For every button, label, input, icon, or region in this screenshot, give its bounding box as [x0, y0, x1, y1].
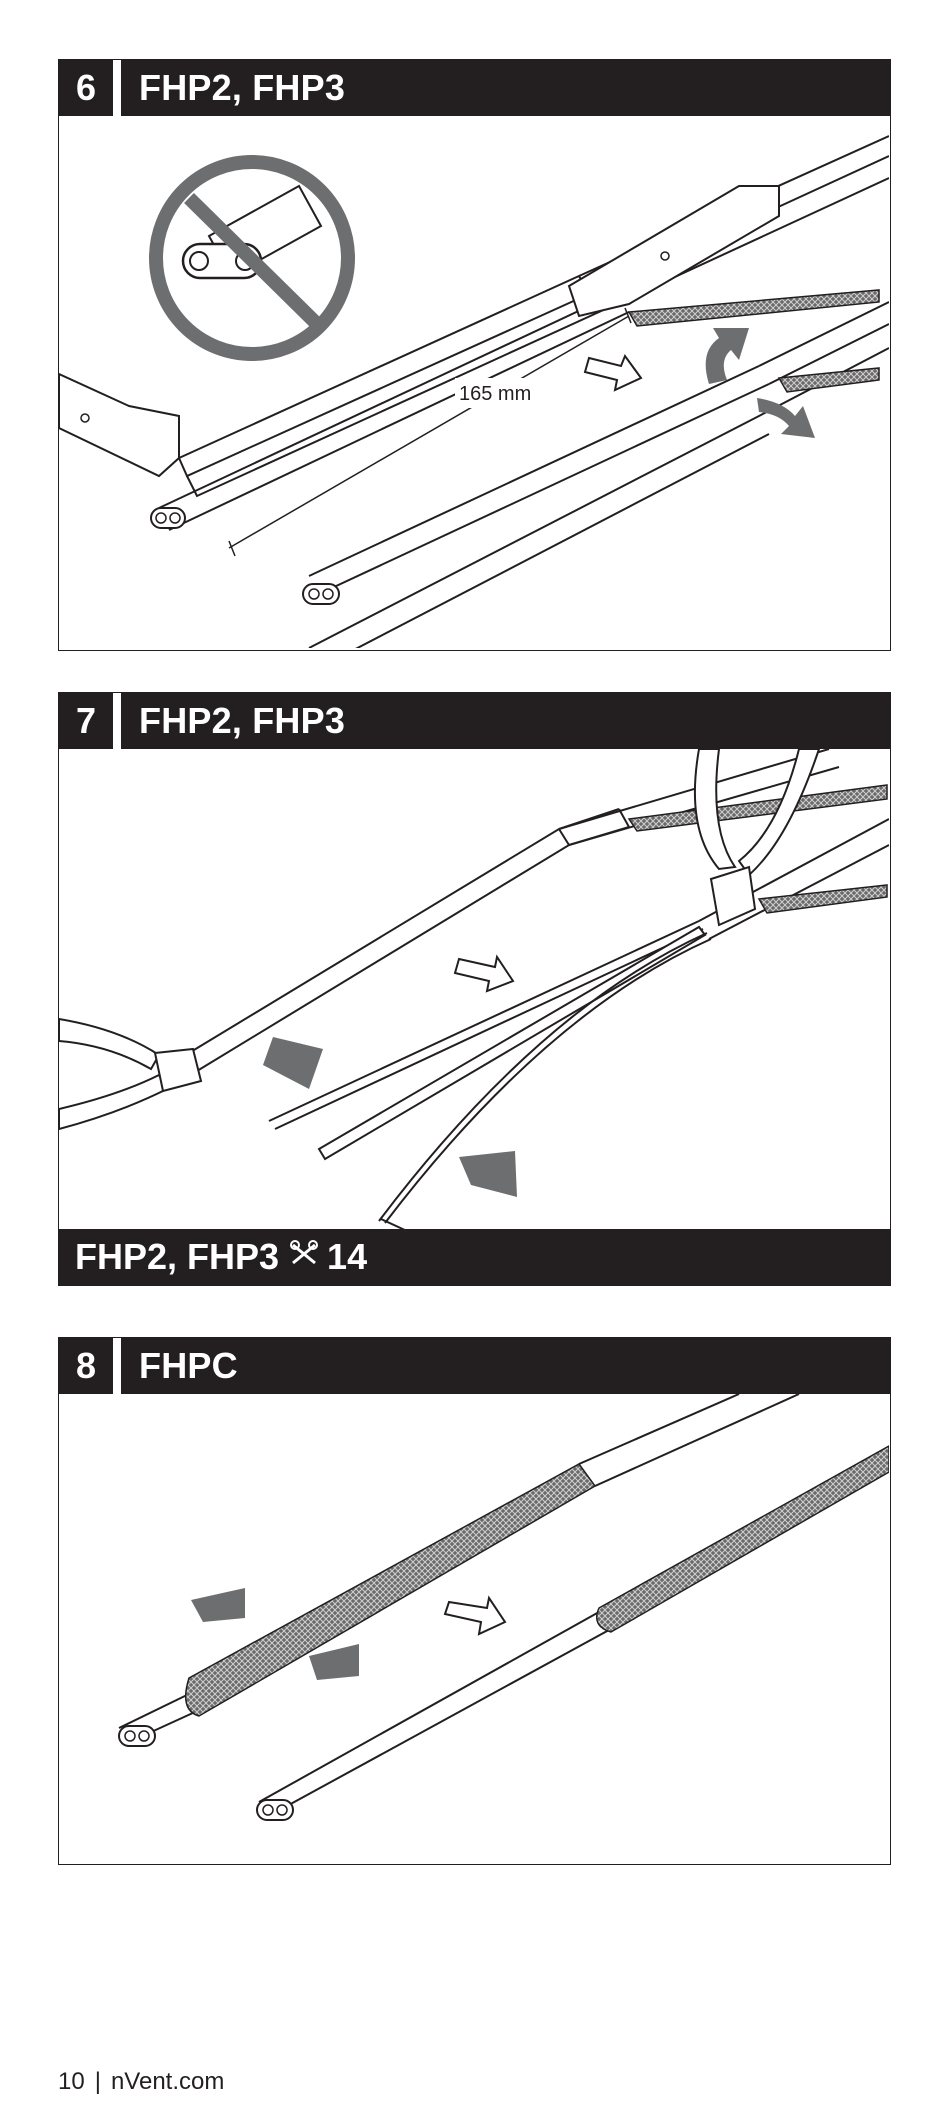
cable-upper [118, 1394, 800, 1747]
pliers-icon [694, 749, 821, 927]
step-7-panel: 7 FHP2, FHP3 [58, 692, 891, 1286]
step-number: 8 [59, 1338, 121, 1394]
measurement-line [228, 307, 632, 557]
measurement-label: 165 mm [459, 383, 531, 405]
step-7-footer: FHP2, FHP3 14 [59, 1229, 890, 1285]
footer-separator: | [94, 2068, 101, 2095]
step-title: FHPC [139, 1345, 238, 1386]
cutter-icon [289, 1236, 319, 1278]
step-8-illustration [59, 1394, 890, 1864]
prohibition-icon [149, 155, 355, 361]
channel-left [59, 372, 180, 478]
channel-right-cap [567, 185, 780, 318]
cable-lower [302, 301, 889, 648]
step-number: 7 [59, 693, 121, 749]
step-7-illustration [59, 749, 890, 1231]
cable-upper [150, 291, 630, 531]
page-number: 10 [58, 2068, 85, 2095]
step-6-illustration: 165 mm [59, 116, 890, 648]
step-7-header: 7 FHP2, FHP3 [59, 693, 890, 749]
cable-cut-illustration [59, 749, 889, 1231]
pull-arrow-icon [459, 1151, 517, 1197]
step-number: 6 [59, 60, 121, 116]
direction-arrow-icon [583, 353, 643, 392]
direction-arrow-icon [453, 954, 515, 993]
step-6-header: 6 FHP2, FHP3 [59, 60, 890, 116]
side-cutter-icon [59, 1017, 203, 1131]
footer-text: FHP2, FHP3 [75, 1236, 280, 1277]
cable-lower [256, 1445, 889, 1821]
step-title: FHP2, FHP3 [139, 67, 346, 108]
cable-strip-illustration: 165 mm [59, 135, 889, 648]
channel-upper [178, 135, 889, 498]
step-6-panel: 6 FHP2, FHP3 [58, 59, 891, 651]
pull-arrow-icon [263, 1037, 323, 1089]
push-arrow-icon [191, 1588, 245, 1622]
step-8-header: 8 FHPC [59, 1338, 890, 1394]
direction-arrow-icon [443, 1595, 507, 1636]
push-arrow-icon [309, 1644, 359, 1680]
website-link[interactable]: nVent.com [110, 2068, 225, 2095]
page-footer: 10 | nVent.com [58, 2068, 224, 2096]
footer-ref: 14 [327, 1236, 368, 1277]
peel-arrow-icon [705, 328, 815, 438]
step-8-panel: 8 FHPC [58, 1337, 891, 1865]
step-title: FHP2, FHP3 [139, 700, 346, 741]
braid-sleeve-illustration [118, 1394, 889, 1821]
